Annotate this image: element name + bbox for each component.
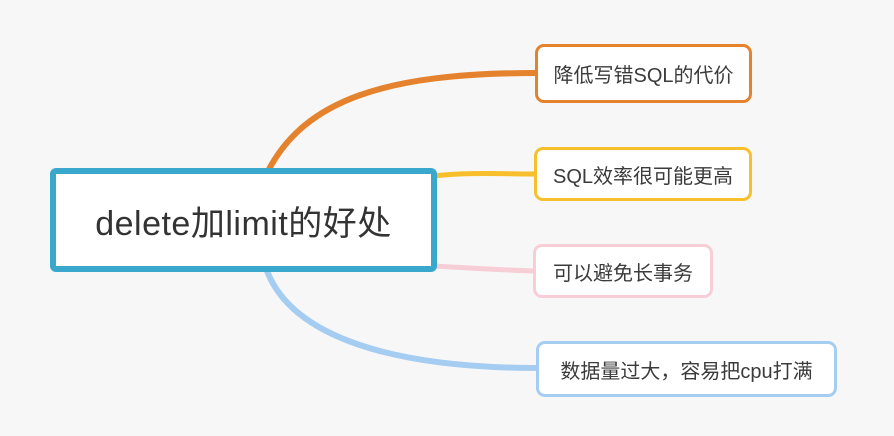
branch-node-label: SQL效率很可能更高 (552, 165, 734, 188)
connector-branch-2 (430, 171, 539, 179)
connector-branch-1 (265, 70, 539, 174)
branch-node-2[interactable]: SQL效率很可能更高 (534, 147, 752, 201)
branch-node-label: 数据量过大，容易把cpu打满 (560, 360, 813, 383)
branch-node-label: 降低写错SQL的代价 (553, 65, 734, 87)
branch-node-4[interactable]: 数据量过大，容易把cpu打满 (536, 341, 837, 397)
root-node[interactable]: delete加limit的好处 (50, 168, 437, 272)
connector-branch-4 (264, 268, 541, 371)
branch-node-3[interactable]: 可以避免长事务 (533, 244, 713, 298)
connector-branch-3 (430, 263, 538, 274)
branch-node-label: 可以避免长事务 (553, 262, 693, 285)
branch-node-1[interactable]: 降低写错SQL的代价 (535, 44, 752, 103)
root-node-label: delete加limit的好处 (95, 204, 392, 243)
